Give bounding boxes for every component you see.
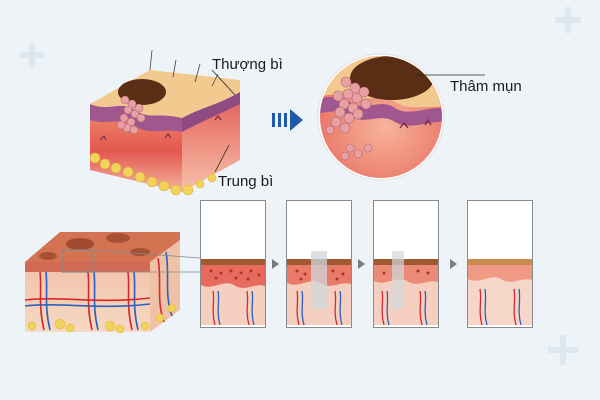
stage-3-illustration [374, 251, 438, 326]
acne-scar-label: Thâm mụn [450, 78, 522, 95]
skin-block-cross-section [24, 232, 201, 334]
stage-1-illustration [201, 259, 265, 326]
triangle-right-icon [450, 259, 457, 269]
stage-2-illustration [287, 251, 351, 326]
skin-block-before [89, 49, 240, 196]
magnified-pigment-view [317, 53, 485, 181]
treatment-stage-panel-2 [286, 200, 352, 328]
treatment-stage-panel-1 [200, 200, 266, 328]
triangle-right-icon [272, 259, 279, 269]
dermis-label: Trung bì [218, 173, 274, 190]
stage-4-illustration [468, 259, 532, 326]
treatment-stage-panel-4 [467, 200, 533, 328]
epidermis-label: Thượng bì [212, 56, 283, 73]
triangle-right-icon [358, 259, 365, 269]
right-arrow-icon [272, 109, 303, 131]
background-decoration [20, 7, 581, 365]
treatment-stage-panel-3 [373, 200, 439, 328]
